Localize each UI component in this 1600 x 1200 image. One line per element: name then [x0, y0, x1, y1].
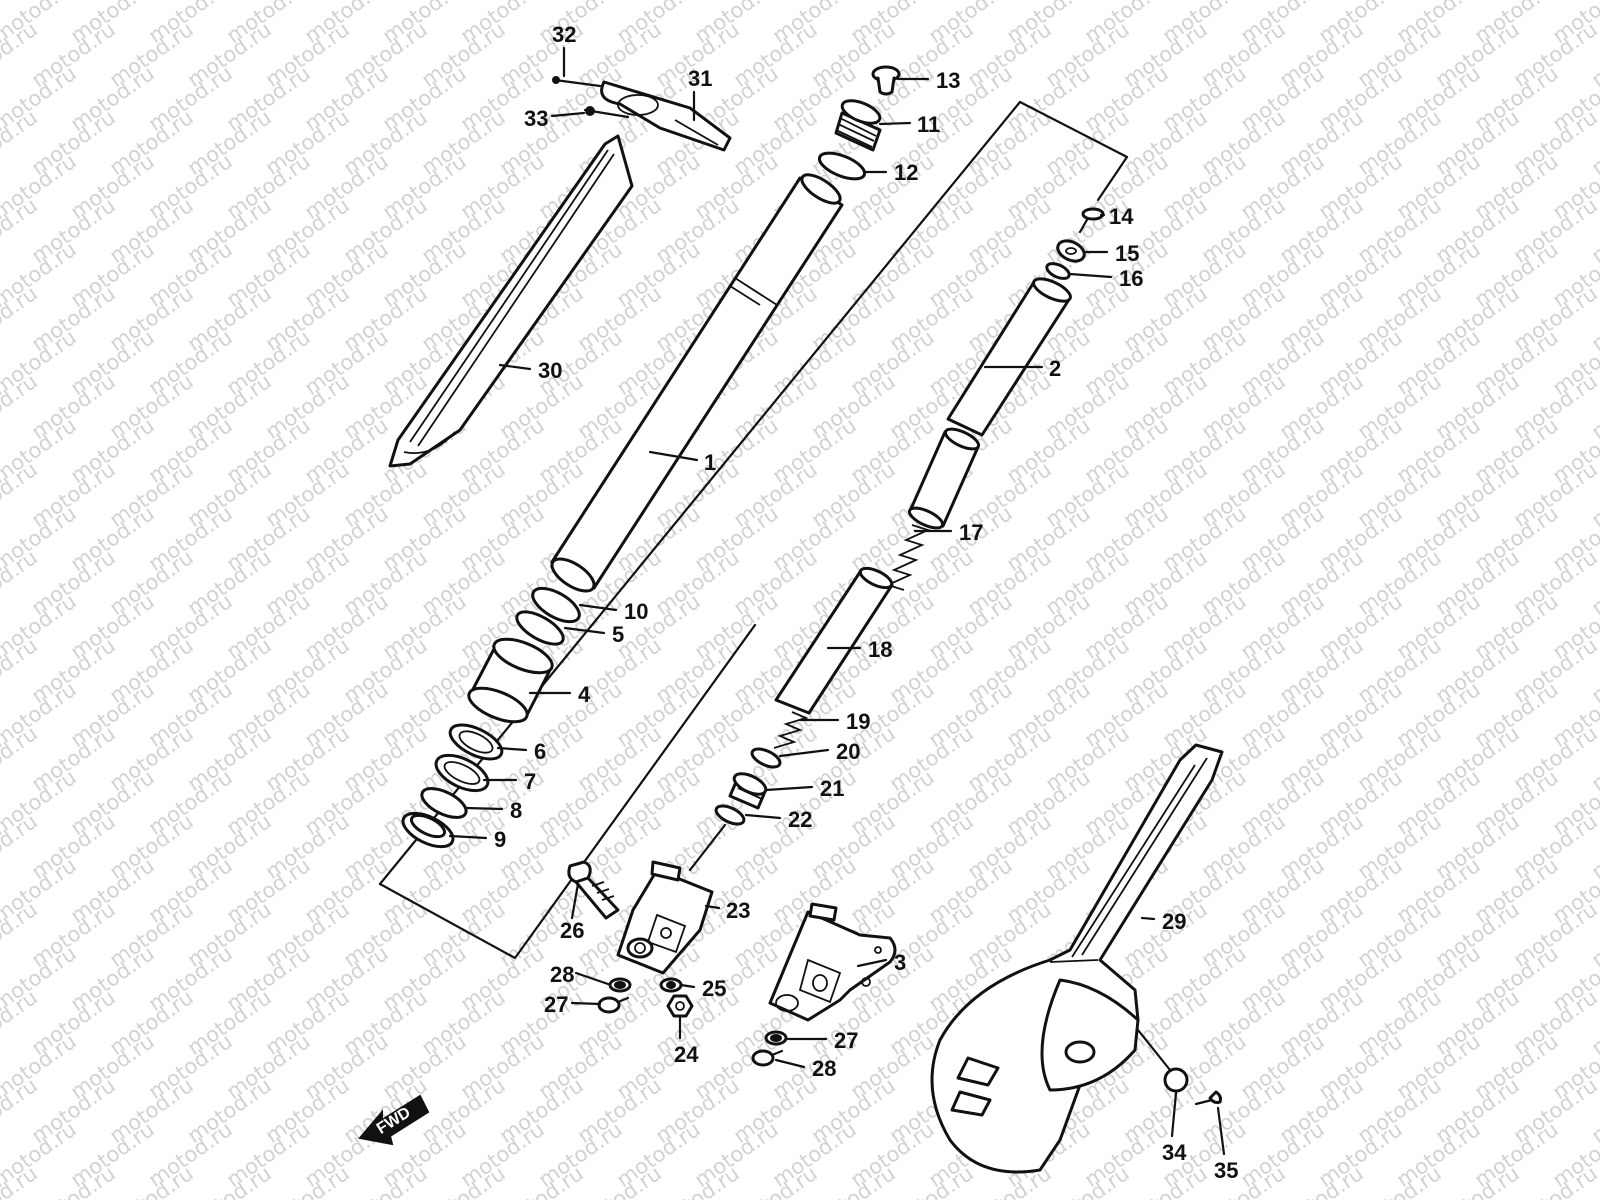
- callout-label-9: 9: [494, 827, 506, 852]
- callout-label-28: 28: [812, 1056, 836, 1081]
- callout-label-2: 2: [1049, 356, 1061, 381]
- callout-leader-8: [464, 806, 504, 811]
- callout-label-14: 14: [1109, 204, 1134, 229]
- callout-label-1: 1: [704, 450, 716, 475]
- callout-leader-25: [679, 983, 696, 989]
- callout-label-23: 23: [726, 898, 750, 923]
- callout-label-7: 7: [524, 769, 536, 794]
- callout-leader-11: [878, 121, 912, 126]
- callout-label-32: 32: [552, 22, 576, 47]
- callout-label-25: 25: [702, 976, 726, 1001]
- callout-label-15: 15: [1115, 241, 1139, 266]
- screw-part-27-right: [751, 1049, 784, 1067]
- nut-part-24: [666, 994, 694, 1018]
- washer-part-25: [659, 977, 683, 993]
- callout-label-3: 3: [894, 950, 906, 975]
- callout-label-17: 17: [959, 520, 983, 545]
- callout-label-13: 13: [936, 68, 960, 93]
- callout-label-22: 22: [788, 807, 812, 832]
- callout-label-16: 16: [1119, 266, 1143, 291]
- callout-label-11: 11: [917, 112, 940, 137]
- callout-label-4: 4: [578, 682, 591, 707]
- callout-label-30: 30: [538, 358, 562, 383]
- washer-part-34: [1163, 1067, 1189, 1093]
- callout-label-10: 10: [624, 599, 648, 624]
- callout-label-33: 33: [524, 106, 548, 131]
- callout-label-8: 8: [510, 798, 522, 823]
- callout-label-27: 27: [834, 1028, 858, 1053]
- callout-label-24: 24: [674, 1042, 699, 1067]
- callout-label-27: 27: [544, 992, 568, 1017]
- callout-leader-27: [570, 1001, 602, 1006]
- callout-label-18: 18: [868, 637, 892, 662]
- callout-label-34: 34: [1162, 1140, 1187, 1165]
- callout-label-29: 29: [1162, 909, 1186, 934]
- callout-label-28: 28: [550, 962, 574, 987]
- callout-label-12: 12: [894, 160, 918, 185]
- callout-label-20: 20: [836, 739, 860, 764]
- callout-label-6: 6: [534, 739, 546, 764]
- washer-part-28-right: [764, 1030, 788, 1046]
- callout-label-31: 31: [688, 66, 712, 91]
- washer-part-28-left: [608, 977, 632, 993]
- callout-label-19: 19: [846, 709, 870, 734]
- callout-label-21: 21: [820, 776, 844, 801]
- callout-label-35: 35: [1214, 1158, 1238, 1183]
- callout-label-26: 26: [560, 918, 584, 943]
- callout-leader-29: [1140, 916, 1156, 921]
- callout-label-5: 5: [612, 622, 624, 647]
